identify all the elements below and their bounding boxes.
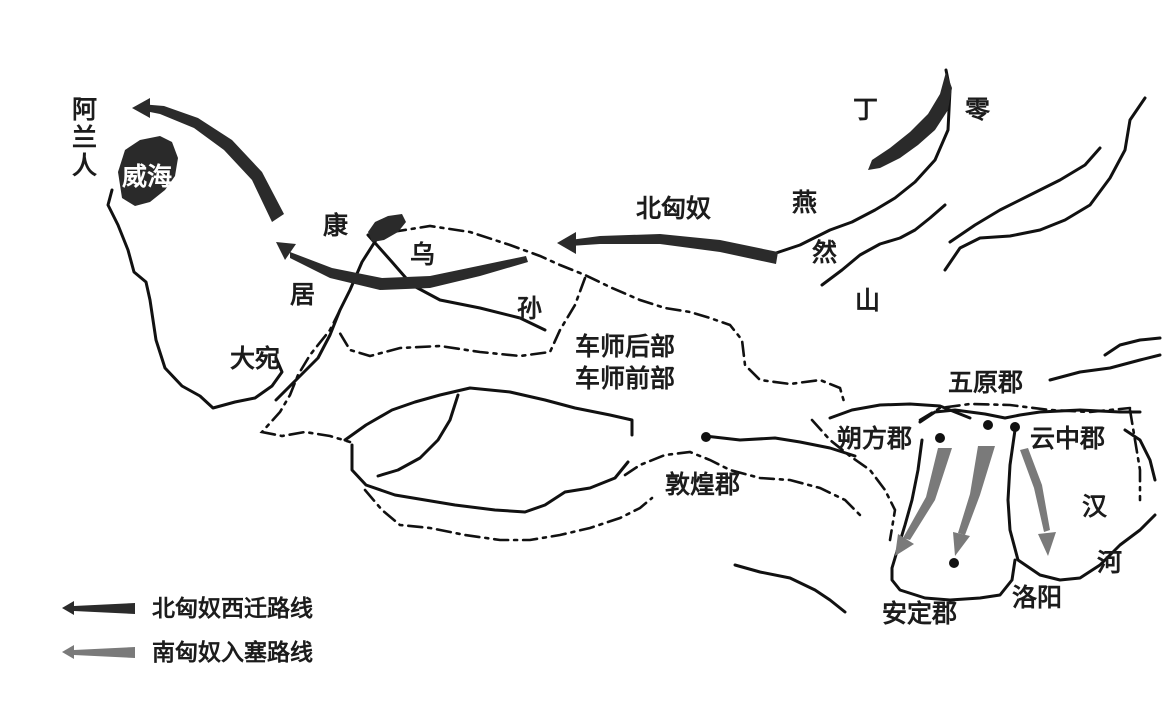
label-wuyuan: 五原郡 (948, 368, 1024, 397)
label-dayuan: 大宛 (230, 344, 281, 373)
label-ju: 居 (290, 280, 316, 309)
label-he: 河 (1097, 548, 1123, 577)
south-route-3-arrow (1038, 532, 1056, 556)
label-han: 汉 (1082, 492, 1108, 521)
border-hexi (810, 418, 897, 542)
border-cheshi (336, 276, 587, 358)
dunhuang-river (703, 434, 857, 458)
north-route-west (140, 104, 284, 222)
border-tarim-south (363, 488, 654, 542)
northeast-coast-3 (943, 96, 1147, 272)
border-dunhuang (623, 450, 862, 517)
label-bei-xiongnu: 北匈奴 (636, 194, 712, 223)
label-luoyang: 洛阳 (1012, 583, 1063, 612)
label-cheshi-hou: 车师后部 (575, 332, 676, 361)
label-ling: 零 (965, 95, 991, 124)
label-cheshi-qian: 车师前部 (575, 364, 676, 393)
north-route-arrow-2 (276, 242, 296, 260)
label-ding: 丁 (853, 95, 879, 124)
dot-anding (949, 558, 959, 568)
north-route-mid (290, 252, 528, 290)
border-east-han (1128, 408, 1142, 502)
east-river-3 (1123, 428, 1157, 482)
yellow-river-loop (890, 438, 1017, 602)
lake-weihai (118, 136, 178, 206)
north-route-arrow-3 (132, 98, 150, 118)
dot-dunhuang (701, 432, 711, 442)
lake-baikal (868, 72, 952, 170)
label-alan-1: 阿 (72, 95, 98, 124)
west-coastline (106, 188, 284, 410)
border-wusun (390, 224, 847, 407)
south-route-2 (958, 446, 995, 535)
label-alan-3: 人 (72, 151, 98, 180)
label-ran: 然 (812, 238, 838, 267)
label-alan-2: 兰 (72, 123, 98, 152)
yellow-river-east (1006, 428, 1157, 582)
east-range-2 (1103, 336, 1162, 357)
south-route-2-arrow (953, 532, 970, 556)
label-weihai: 威海 (122, 162, 173, 191)
north-route-arrow-1 (557, 232, 576, 254)
label-sun: 孙 (517, 294, 543, 323)
south-route-1 (903, 448, 952, 540)
south-route-1-arrow (895, 534, 914, 556)
dot-yunzhong (1010, 422, 1020, 432)
northeast-coast (768, 68, 952, 257)
label-yan: 燕 (792, 188, 818, 217)
label-shan: 山 (855, 286, 881, 315)
label-yunzhong: 云中郡 (1030, 424, 1106, 453)
tarim-outline-south (350, 443, 630, 514)
border-west (259, 308, 352, 444)
hexi-south-river (733, 563, 847, 614)
east-range (1048, 353, 1162, 382)
label-wu: 乌 (410, 240, 436, 269)
tarim-outline-north (343, 386, 634, 442)
tarim-river-inner (376, 393, 460, 478)
dot-wuyuan (983, 420, 993, 430)
northeast-coast-2 (820, 203, 947, 287)
northeast-river (948, 146, 1102, 244)
border-north-han (918, 402, 1132, 422)
wusun-river (366, 233, 547, 332)
lake-kangju (368, 214, 406, 242)
south-route-3 (1020, 448, 1050, 532)
legend-south-route: 南匈奴入塞路线 (152, 639, 313, 666)
legend-north-route: 北匈奴西迁路线 (152, 595, 313, 622)
legend-north-symbol (62, 601, 135, 615)
legend-south-symbol (62, 645, 135, 659)
dot-shuofang (935, 433, 945, 443)
label-anding: 安定郡 (882, 599, 958, 628)
label-dunhuang: 敦煌郡 (665, 470, 741, 499)
label-kang: 康 (323, 211, 349, 240)
north-route-east (570, 234, 778, 264)
label-shuofang: 朔方郡 (837, 424, 913, 453)
